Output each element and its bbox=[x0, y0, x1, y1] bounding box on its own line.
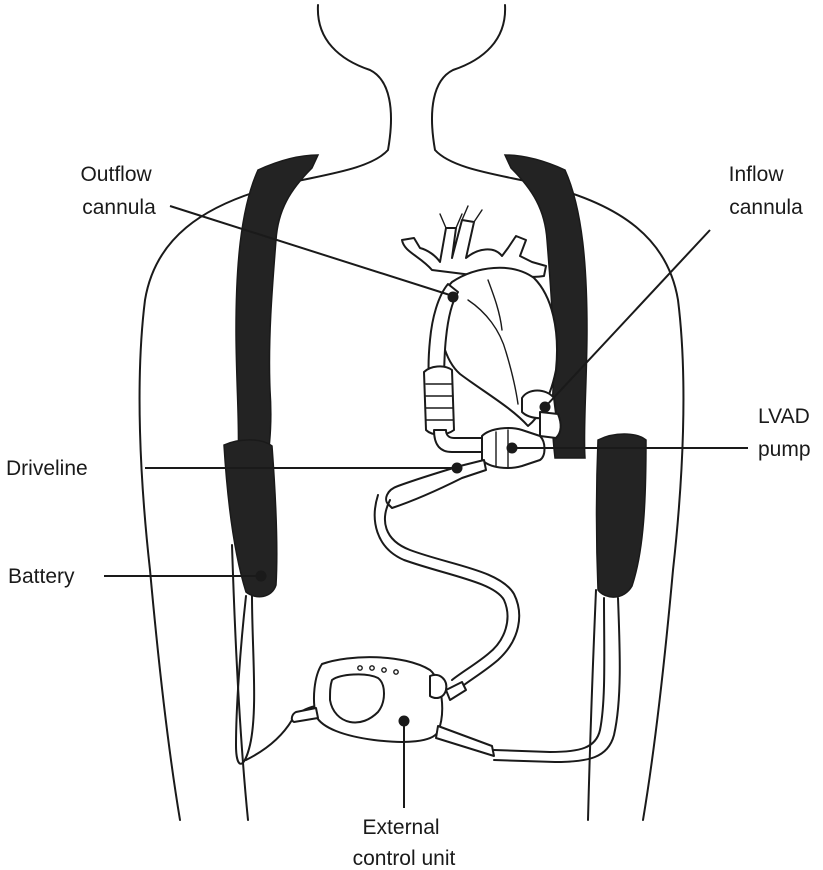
label-inflow-cannula: Inflow cannula bbox=[729, 163, 803, 219]
battery-cable-right bbox=[494, 598, 620, 762]
battery-cable-left bbox=[236, 596, 316, 764]
driveline-cable bbox=[375, 460, 519, 688]
label-inflow-line2: cannula bbox=[729, 196, 803, 219]
label-driveline: Driveline bbox=[6, 457, 88, 480]
label-external-control-unit: External control unit bbox=[353, 816, 456, 870]
label-ecu-line2: control unit bbox=[353, 847, 456, 870]
label-battery: Battery bbox=[8, 565, 75, 588]
label-ecu-line1: External bbox=[363, 816, 440, 839]
label-lvad-line1: LVAD bbox=[758, 405, 810, 428]
label-outflow-line2: cannula bbox=[82, 196, 156, 219]
label-lvad-pump: LVAD pump bbox=[758, 405, 816, 461]
shoulder-strap-left bbox=[236, 155, 318, 458]
label-inflow-line1: Inflow bbox=[729, 163, 785, 186]
leader-driveline bbox=[145, 463, 463, 474]
label-outflow-line1: Outflow bbox=[80, 163, 152, 186]
battery-right bbox=[597, 434, 647, 597]
label-lvad-line2: pump bbox=[758, 438, 811, 461]
battery-left bbox=[224, 440, 277, 597]
label-outflow-cannula: Outflow cannula bbox=[80, 163, 157, 219]
